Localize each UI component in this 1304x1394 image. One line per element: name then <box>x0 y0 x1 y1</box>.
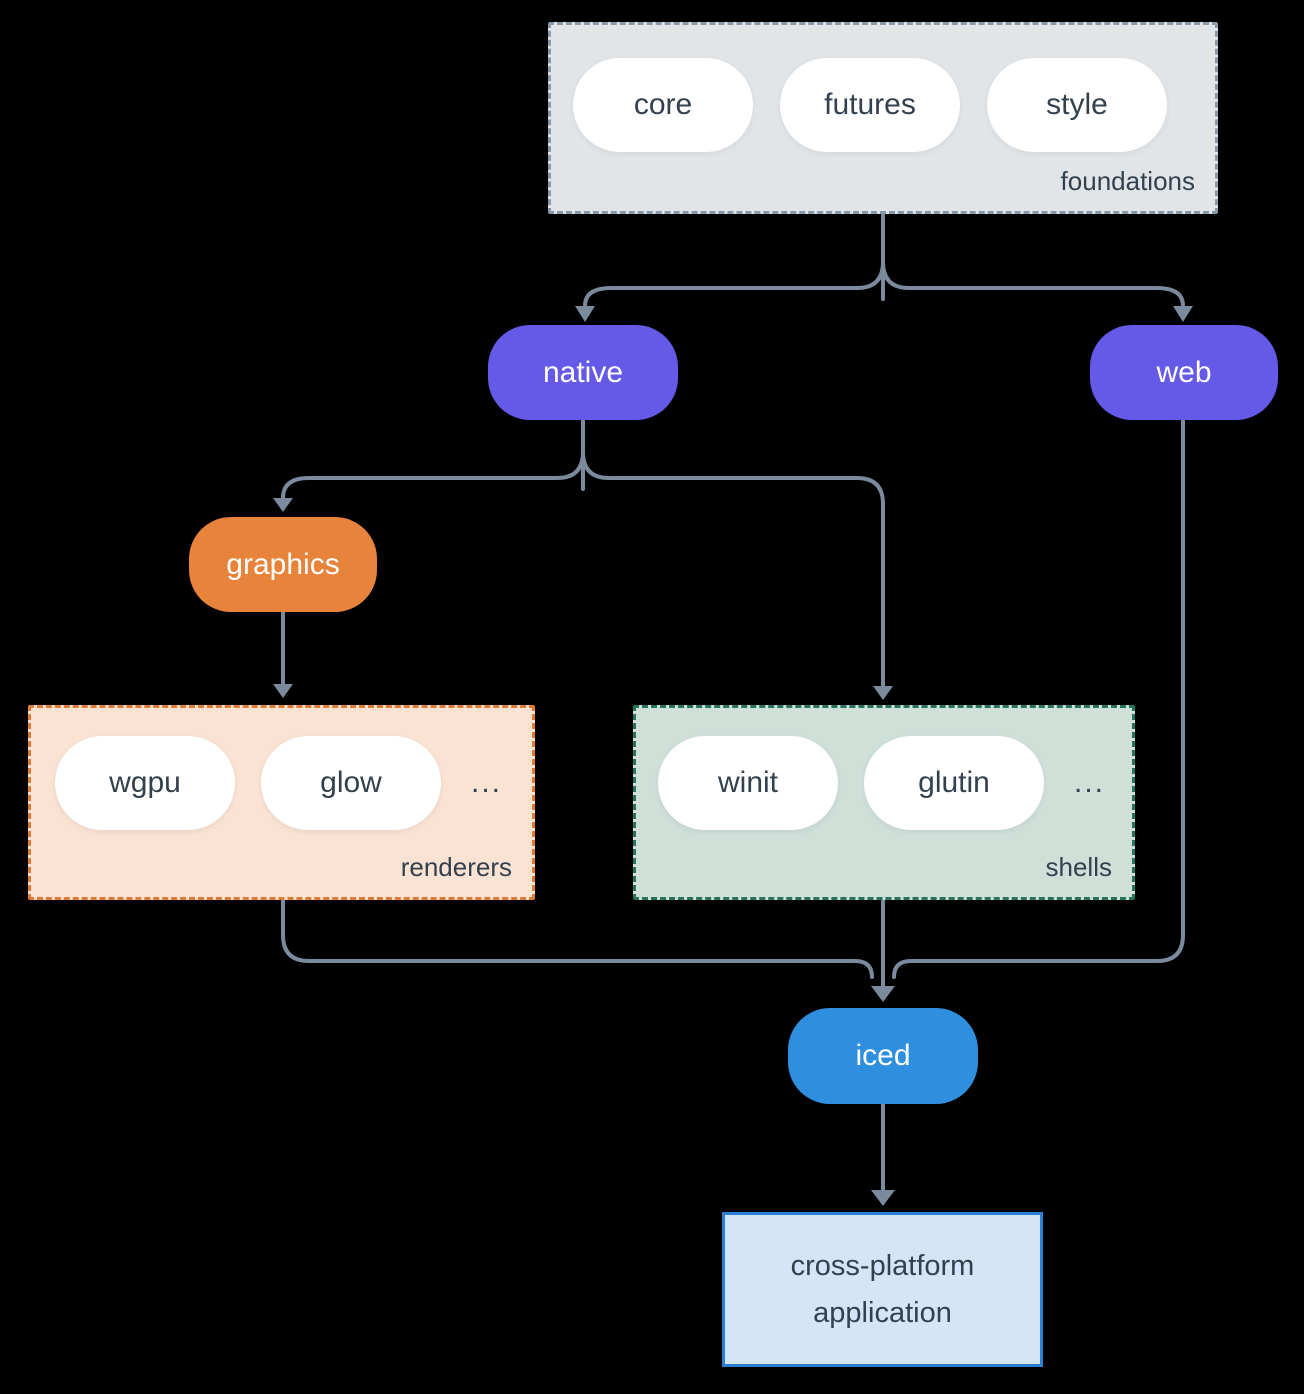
cross-platform-application-box: cross-platform application <box>722 1212 1043 1367</box>
foundations-pill-row: core futures style <box>551 25 1215 152</box>
renderers-ellipsis: ... <box>471 766 503 799</box>
web-node: web <box>1090 325 1278 420</box>
edge-native-graphics <box>281 418 585 500</box>
winit-pill: winit <box>658 736 838 830</box>
style-pill: style <box>987 58 1167 152</box>
edge-foundations-web <box>881 260 1185 308</box>
edge-renderers-iced <box>281 898 874 979</box>
glow-pill: glow <box>261 736 441 830</box>
native-node: native <box>488 325 678 420</box>
graphics-node: graphics <box>189 517 377 612</box>
shells-pill-row: winit glutin ... <box>636 708 1132 830</box>
arrowhead-to-renderers <box>273 684 293 698</box>
renderers-pill-row: wgpu glow ... <box>31 708 532 830</box>
arrowhead-to-application <box>871 1190 895 1206</box>
iced-node: iced <box>788 1008 978 1104</box>
arrowhead-to-native <box>575 306 595 322</box>
core-pill: core <box>573 58 753 152</box>
futures-pill: futures <box>780 58 960 152</box>
arrowhead-to-iced <box>871 986 895 1002</box>
edge-web-iced <box>892 418 1185 979</box>
glutin-pill: glutin <box>864 736 1044 830</box>
edge-foundations-native <box>583 213 885 308</box>
foundations-group-label: foundations <box>1060 166 1195 196</box>
renderers-group-box: wgpu glow ... renderers <box>28 705 535 900</box>
arrowhead-to-web <box>1173 306 1193 322</box>
foundations-group-box: core futures style foundations <box>548 22 1218 214</box>
shells-group-label: shells <box>1045 852 1112 882</box>
shells-ellipsis: ... <box>1074 766 1106 799</box>
renderers-group-label: renderers <box>400 852 512 882</box>
edge-native-shells <box>581 450 885 688</box>
wgpu-pill: wgpu <box>55 736 235 830</box>
shells-group-box: winit glutin ... shells <box>633 705 1135 900</box>
arrowhead-to-shells <box>873 686 893 700</box>
arrowhead-to-graphics <box>273 498 293 512</box>
